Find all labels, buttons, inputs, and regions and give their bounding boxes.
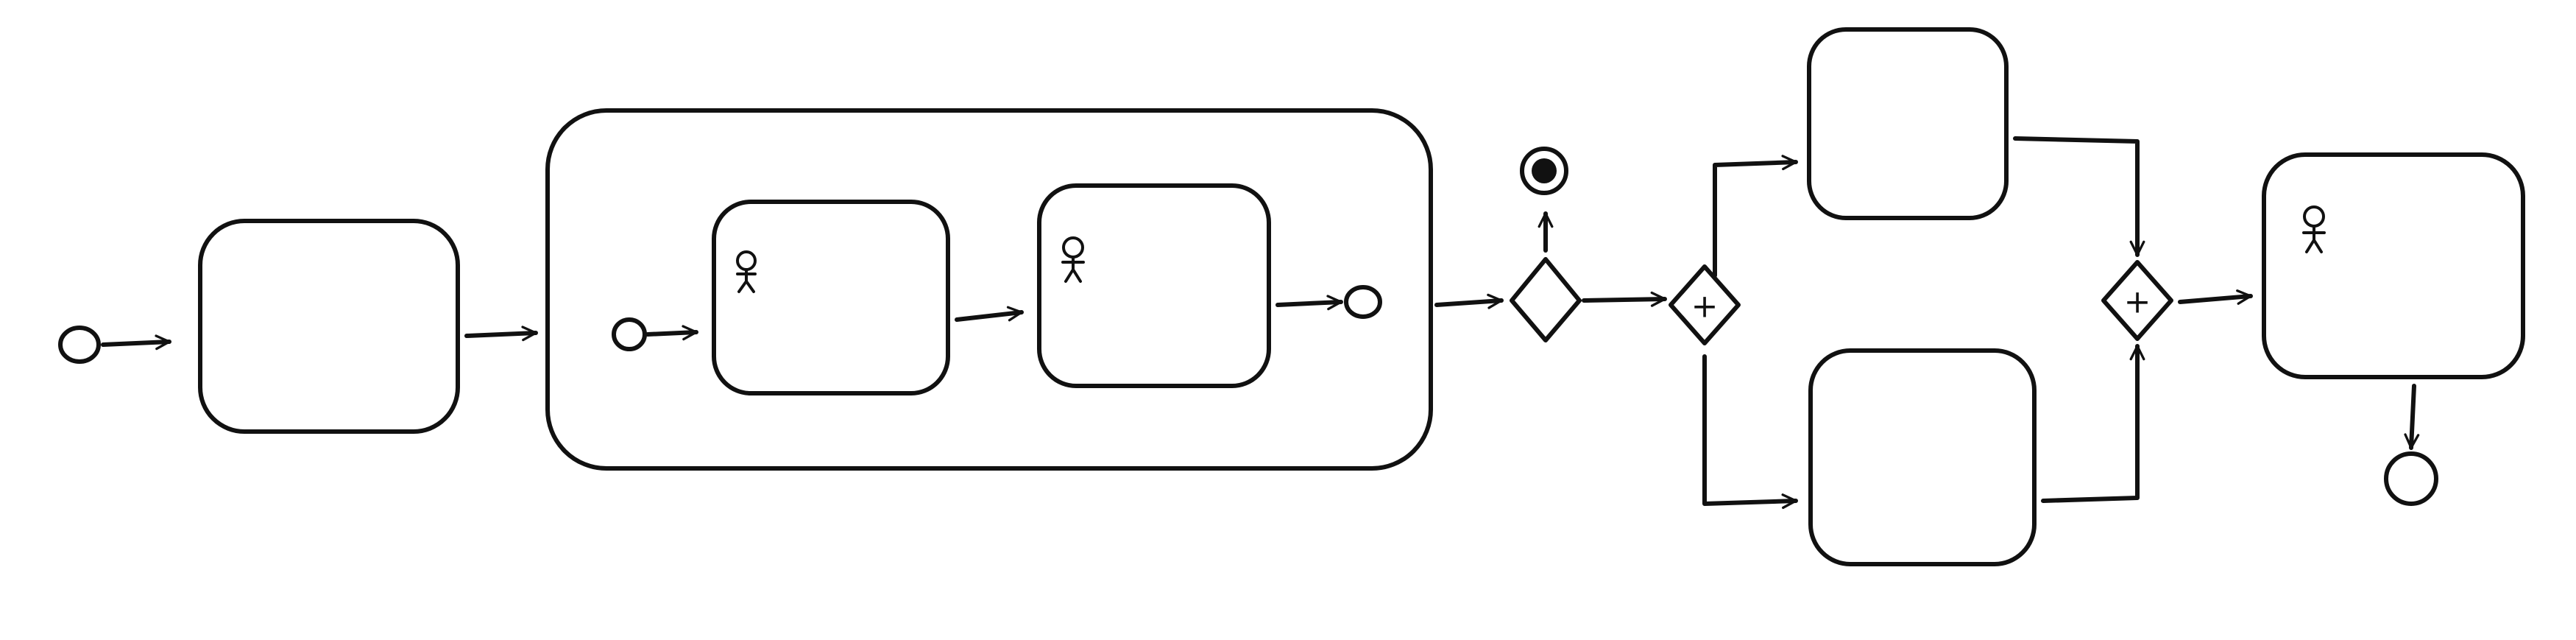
sequence-flow-9[interactable] <box>1713 155 1798 278</box>
sequence-flow-4[interactable] <box>955 306 1024 322</box>
sequence-flow-11[interactable] <box>1702 354 1798 510</box>
user-task-b[interactable] <box>1037 183 1271 388</box>
sequence-flow-10[interactable] <box>2013 136 2145 257</box>
start-event[interactable] <box>58 326 101 364</box>
person-icon <box>1061 236 1085 283</box>
gateway-symbol: + <box>1691 288 1719 326</box>
parallel-task-lower[interactable] <box>1808 348 2037 566</box>
end-event[interactable] <box>2384 451 2438 506</box>
gateway-symbol: + <box>2124 284 2151 321</box>
user-task-a[interactable] <box>712 200 950 395</box>
split-decision-gateway[interactable] <box>1510 257 1582 342</box>
sequence-flow-6[interactable] <box>1434 293 1504 309</box>
sequence-flow-3[interactable] <box>645 325 698 341</box>
parallel-task-upper[interactable] <box>1807 27 2009 220</box>
subprocess-start-event[interactable] <box>612 317 647 351</box>
sequence-flow-12[interactable] <box>2041 344 2145 503</box>
filled-circle-icon <box>1532 158 1557 183</box>
task-1[interactable] <box>198 219 460 434</box>
sequence-flow-13[interactable] <box>2178 289 2253 305</box>
sequence-flow-5[interactable] <box>1275 295 1343 311</box>
subprocess-end-event[interactable] <box>1344 285 1382 319</box>
parallel-join-gateway[interactable]: + <box>2101 260 2173 341</box>
person-icon <box>736 250 757 293</box>
terminate-end-event[interactable] <box>1520 147 1568 195</box>
user-task-c[interactable] <box>2262 152 2525 379</box>
sequence-flow-1[interactable] <box>101 334 171 351</box>
person-icon <box>2302 205 2326 253</box>
sequence-flow-14[interactable] <box>2404 384 2420 450</box>
sequence-flow-8[interactable] <box>1582 291 1667 307</box>
parallel-split-gateway[interactable]: + <box>1669 264 1741 345</box>
sequence-flow-2[interactable] <box>464 326 538 342</box>
expanded-subprocess[interactable] <box>545 108 1433 471</box>
